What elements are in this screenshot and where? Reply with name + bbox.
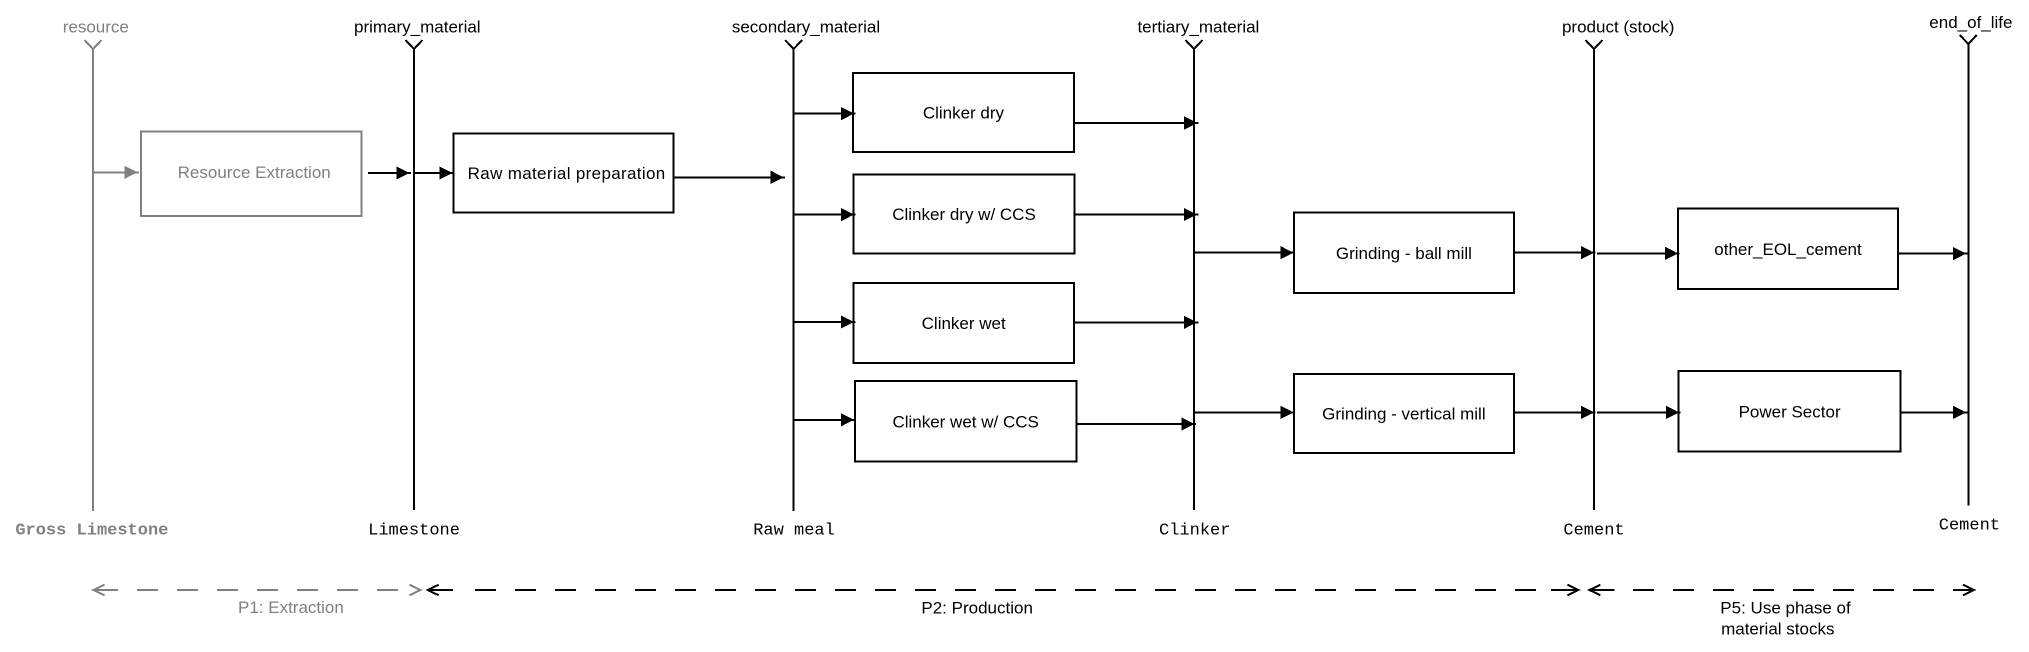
svg-text:Cement: Cement: [1939, 517, 2000, 536]
svg-text:Grinding - vertical mill: Grinding - vertical mill: [1322, 405, 1485, 424]
svg-text:Limestone: Limestone: [368, 522, 460, 541]
svg-text:P2: Production: P2: Production: [921, 599, 1033, 618]
svg-text:Resource Extraction: Resource Extraction: [178, 163, 331, 182]
svg-text:primary_material: primary_material: [354, 18, 481, 37]
svg-text:Raw meal: Raw meal: [753, 522, 835, 541]
svg-text:resource: resource: [63, 18, 129, 37]
svg-text:P5: Use phase of: P5: Use phase of: [1720, 599, 1851, 618]
svg-text:Clinker dry w/ CCS: Clinker dry w/ CCS: [892, 205, 1036, 224]
svg-text:end_of_life: end_of_life: [1929, 13, 2012, 32]
svg-text:tertiary_material: tertiary_material: [1137, 18, 1259, 37]
svg-text:Power Sector: Power Sector: [1739, 402, 1841, 421]
svg-text:Clinker: Clinker: [1159, 522, 1230, 541]
svg-text:material stocks: material stocks: [1721, 619, 1834, 638]
svg-text:Raw material preparation: Raw material preparation: [468, 164, 666, 183]
svg-text:P1: Extraction: P1: Extraction: [238, 598, 344, 617]
svg-text:Clinker wet: Clinker wet: [922, 314, 1006, 333]
svg-text:Gross Limestone: Gross Limestone: [15, 522, 168, 541]
svg-text:secondary_material: secondary_material: [732, 18, 880, 37]
svg-text:Clinker dry: Clinker dry: [923, 104, 1005, 123]
svg-text:product (stock): product (stock): [1562, 18, 1674, 37]
svg-text:Clinker wet w/ CCS: Clinker wet w/ CCS: [892, 413, 1038, 432]
svg-text:Cement: Cement: [1563, 522, 1624, 541]
svg-text:other_EOL_cement: other_EOL_cement: [1714, 240, 1862, 259]
svg-text:Grinding - ball mill: Grinding - ball mill: [1336, 244, 1472, 263]
